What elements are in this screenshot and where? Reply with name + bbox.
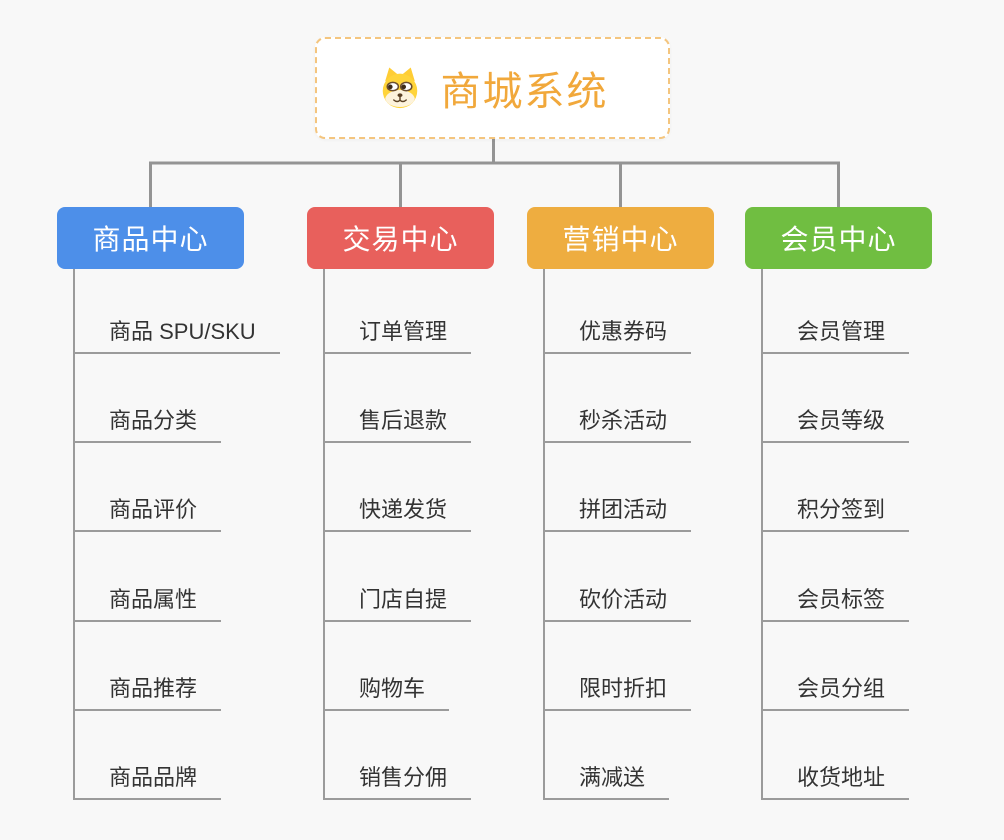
branch-item[interactable]: 订单管理	[325, 319, 472, 354]
branch-node[interactable]: 会员中心	[745, 207, 932, 269]
branch-item[interactable]: 商品评价	[75, 497, 222, 533]
branch-item[interactable]: 会员等级	[763, 408, 910, 444]
branch-label: 交易中心	[342, 224, 459, 255]
branch-children: 订单管理售后退款快递发货门店自提购物车销售分佣	[323, 269, 472, 800]
branch-node[interactable]: 营销中心	[527, 207, 714, 269]
shiba-dog-icon	[382, 67, 417, 109]
branch-label: 商品中心	[92, 224, 209, 255]
branch-item[interactable]: 会员标签	[763, 587, 910, 622]
branch-label: 营销中心	[562, 224, 679, 255]
branch-item[interactable]: 商品属性	[75, 587, 222, 622]
branch-item[interactable]: 购物车	[325, 676, 450, 711]
root-title: 商城系统	[440, 70, 609, 114]
branch-item[interactable]: 商品推荐	[75, 676, 222, 711]
branch-item[interactable]: 收货地址	[763, 765, 910, 800]
branch-item[interactable]: 售后退款	[325, 408, 472, 444]
branch-item[interactable]: 会员分组	[763, 676, 910, 711]
branch-item[interactable]: 满减送	[545, 765, 670, 800]
branch-item[interactable]: 拼团活动	[545, 497, 692, 533]
branch-item[interactable]: 商品分类	[75, 408, 222, 444]
branch-item[interactable]: 会员管理	[763, 319, 910, 354]
branch-item[interactable]: 秒杀活动	[545, 408, 692, 444]
branch-item[interactable]: 销售分佣	[325, 765, 472, 800]
branch-children: 商品 SPU/SKU 商品分类商品评价商品属性商品推荐商品品牌	[73, 269, 280, 800]
branch-item[interactable]: 限时折扣	[545, 676, 692, 711]
branch-children: 会员管理会员等级积分签到会员标签会员分组收货地址	[761, 269, 910, 800]
branch-item[interactable]: 积分签到	[763, 497, 910, 533]
branch-item[interactable]: 商品 SPU/SKU	[75, 319, 280, 354]
branch-node[interactable]: 交易中心	[307, 207, 494, 269]
branch-node[interactable]: 商品中心	[57, 207, 244, 269]
branch-item[interactable]: 优惠券码	[545, 319, 692, 354]
root-node[interactable]: 商城系统	[315, 37, 670, 139]
branch-item[interactable]: 门店自提	[325, 587, 472, 622]
branch-item[interactable]: 砍价活动	[545, 587, 692, 622]
branch-item[interactable]: 商品品牌	[75, 765, 222, 800]
branch-label: 会员中心	[780, 224, 897, 255]
branch-item[interactable]: 快递发货	[325, 497, 472, 533]
branch-children: 优惠券码秒杀活动拼团活动砍价活动限时折扣满减送	[543, 269, 692, 800]
